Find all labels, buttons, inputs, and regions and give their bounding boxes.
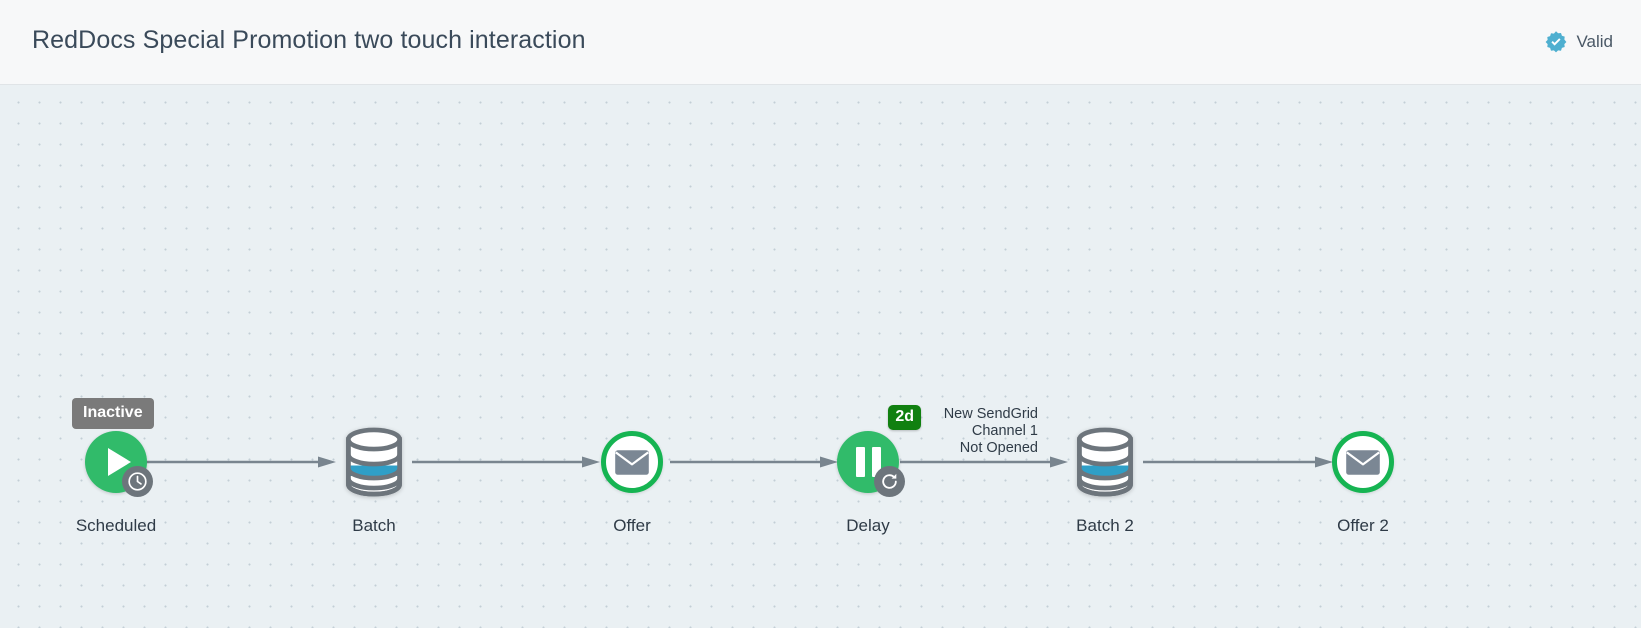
node-offer-graphic[interactable] xyxy=(562,416,702,508)
page-title: RedDocs Special Promotion two touch inte… xyxy=(32,26,586,54)
edge-batch-to-offer[interactable] xyxy=(412,456,600,468)
node-batch-2-graphic[interactable] xyxy=(1035,416,1175,508)
edge-scheduled-to-batch[interactable] xyxy=(146,456,336,468)
edge-offer-to-delay[interactable] xyxy=(670,456,838,468)
play-circle[interactable] xyxy=(85,431,153,497)
node-label-batch: Batch xyxy=(352,516,396,535)
node-batch-2[interactable]: Batch 2 xyxy=(1035,416,1175,536)
node-scheduled-graphic[interactable]: Inactive xyxy=(46,398,186,508)
edge-batch-2-to-offer-2[interactable] xyxy=(1143,456,1333,468)
node-offer[interactable]: Offer xyxy=(562,416,702,536)
edge-label-delay-to-batch-2: New SendGrid Channel 1 Not Opened xyxy=(868,406,1038,457)
edge-label-line-3: Not Opened xyxy=(959,440,1038,456)
delay-duration-badge: 2d xyxy=(888,405,921,430)
verified-badge-icon xyxy=(1544,30,1568,54)
node-label-batch-2: Batch 2 xyxy=(1076,516,1134,535)
edge-label-line-1: New SendGrid xyxy=(943,406,1038,422)
edge-delay-to-batch-2[interactable] xyxy=(900,456,1068,468)
pause-circle[interactable]: 2d xyxy=(837,405,921,497)
edge-label-line-2: Channel 1 xyxy=(971,423,1038,439)
tooltip-inactive: Inactive xyxy=(72,398,154,429)
page-header: RedDocs Special Promotion two touch inte… xyxy=(0,0,1641,85)
node-label-offer-2: Offer 2 xyxy=(1337,516,1389,535)
node-offer-2-graphic[interactable] xyxy=(1293,416,1433,508)
offer-ring[interactable] xyxy=(601,431,663,493)
database-icon[interactable] xyxy=(1074,427,1136,497)
pause-icon xyxy=(855,447,881,477)
status-label: Valid xyxy=(1576,32,1613,51)
node-delay[interactable]: 2d Delay xyxy=(798,405,938,536)
offer-2-ring[interactable] xyxy=(1332,431,1394,493)
node-batch-graphic[interactable] xyxy=(304,416,444,508)
node-scheduled[interactable]: Inactive Scheduled xyxy=(46,398,186,536)
workflow-canvas[interactable]: New SendGrid Channel 1 Not Opened Inacti… xyxy=(0,85,1641,628)
envelope-icon xyxy=(614,449,650,476)
play-icon xyxy=(108,448,131,476)
node-label-delay: Delay xyxy=(846,516,890,535)
refresh-icon xyxy=(874,466,905,497)
status-badge: Valid xyxy=(1544,30,1613,54)
node-label-offer: Offer xyxy=(613,516,651,535)
clock-icon xyxy=(122,466,153,497)
envelope-icon xyxy=(1345,449,1381,476)
database-icon[interactable] xyxy=(343,427,405,497)
node-offer-2[interactable]: Offer 2 xyxy=(1293,416,1433,536)
node-label-scheduled: Scheduled xyxy=(75,516,157,535)
node-delay-graphic[interactable]: 2d xyxy=(798,405,938,508)
node-batch[interactable]: Batch xyxy=(304,416,444,536)
